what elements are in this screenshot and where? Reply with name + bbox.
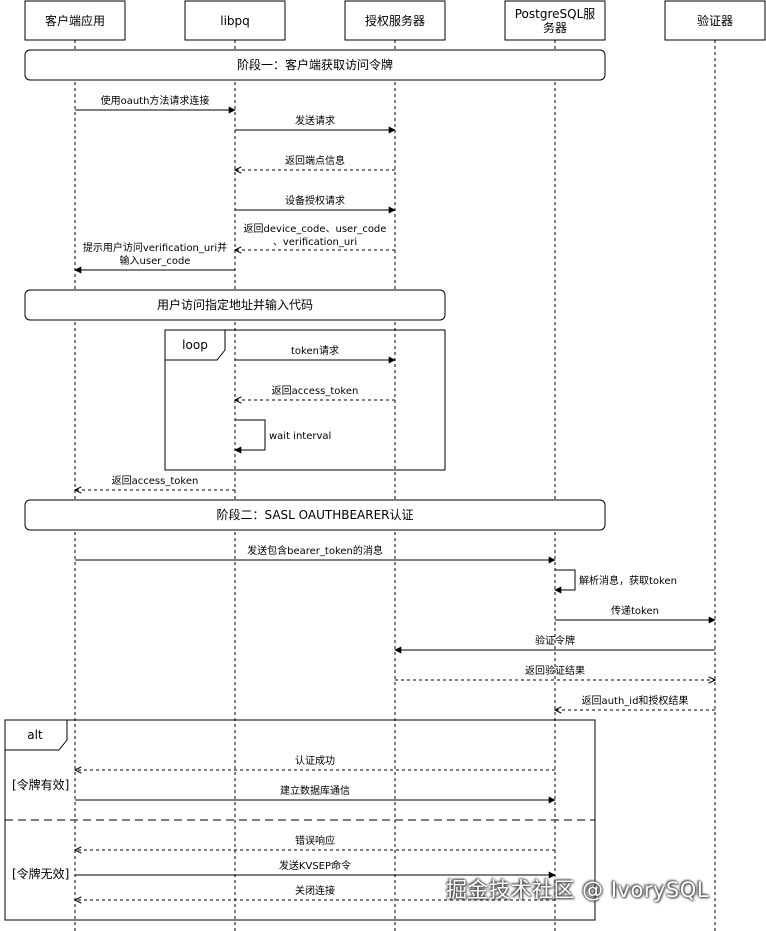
watermark: 掘金技术社区 @ IvorySQL xyxy=(446,878,709,902)
message-client-to-pg-kvsep: 发送KVSEP命令 xyxy=(75,859,556,879)
message-label: 设备授权请求 xyxy=(285,194,345,207)
loop-fragment: loop xyxy=(164,329,446,471)
guard-token-valid: [令牌有效] xyxy=(12,777,69,792)
message-client-to-pg-bearer-token: 发送包含bearer_token的消息 xyxy=(75,544,556,564)
participant-libpq-label: libpq xyxy=(220,14,250,28)
message-validator-to-auth-verify: 验证令牌 xyxy=(394,634,715,654)
message-label: 错误响应 xyxy=(295,834,335,847)
message-label: wait interval xyxy=(269,431,331,442)
participant-auth-server-label: 授权服务器 xyxy=(365,13,425,28)
message-client-to-libpq-connect: 使用oauth方法请求连接 xyxy=(75,94,236,114)
user-visit-label: 用户访问指定地址并输入代码 xyxy=(157,297,313,312)
message-auth-to-libpq-device-code: 返回device_code、user_code 、verification_ur… xyxy=(235,223,395,250)
lifelines xyxy=(74,40,716,931)
message-validator-to-pg-auth-id: 返回auth_id和授权结果 xyxy=(555,694,715,710)
message-libpq-to-client-access-token: 返回access_token xyxy=(75,475,235,490)
message-pg-to-validator-pass-token: 传递token xyxy=(555,604,716,624)
phase-2-label: 阶段二：SASL OAUTHBEARER认证 xyxy=(216,507,413,522)
alt-fragment: alt [令牌有效] [令牌无效] xyxy=(4,719,596,921)
alt-label: alt xyxy=(27,728,43,742)
message-pg-to-client-auth-success: 认证成功 xyxy=(75,754,555,770)
message-libpq-to-auth-device-auth: 设备授权请求 xyxy=(235,194,396,214)
participant-postgresql-server: PostgreSQL服务器 xyxy=(504,0,606,41)
message-label-line-1: 返回device_code、user_code xyxy=(244,223,387,235)
user-visit-box: 用户访问指定地址并输入代码 xyxy=(24,289,446,321)
message-label: 认证成功 xyxy=(295,754,335,767)
message-label-line-1: 提示用户访问verification_uri并 xyxy=(83,241,227,254)
message-label-line-2: 、verification_uri xyxy=(273,237,357,248)
participant-validator: 验证器 xyxy=(664,0,766,41)
message-auth-to-validator-result: 返回验证结果 xyxy=(395,664,715,680)
message-label: 关闭连接 xyxy=(295,884,335,897)
participant-postgresql-server-label: PostgreSQL服务器 xyxy=(514,6,596,35)
phase-1-label: 阶段一：客户端获取访问令牌 xyxy=(237,57,393,72)
message-label: 发送请求 xyxy=(295,114,335,127)
message-libpq-to-auth-send-request: 发送请求 xyxy=(235,114,396,134)
message-libpq-to-client-prompt: 提示用户访问verification_uri并 输入user_code xyxy=(74,241,235,274)
participants: 客户端应用 libpq 授权服务器 PostgreSQL服务器 验证器 xyxy=(24,0,766,41)
message-libpq-to-auth-token-request: token请求 xyxy=(235,344,396,364)
message-pg-to-client-error: 错误响应 xyxy=(75,834,555,850)
message-client-to-pg-db-comm: 建立数据库通信 xyxy=(75,784,556,804)
guard-token-invalid: [令牌无效] xyxy=(12,866,69,881)
message-label: 发送包含bearer_token的消息 xyxy=(247,544,383,557)
message-libpq-self-wait-interval: wait interval xyxy=(234,419,331,454)
message-label: 返回auth_id和授权结果 xyxy=(582,694,689,707)
participant-client-label: 客户端应用 xyxy=(45,13,105,28)
message-auth-to-libpq-access-token: 返回access_token xyxy=(235,385,395,400)
message-label: 返回access_token xyxy=(272,385,359,397)
loop-label: loop xyxy=(182,338,208,352)
message-auth-to-libpq-endpoint-info: 返回端点信息 xyxy=(235,154,395,170)
message-pg-to-client-close: 关闭连接 xyxy=(75,884,555,900)
participant-validator-label: 验证器 xyxy=(697,13,733,28)
message-label: 传递token xyxy=(611,604,659,617)
message-label: 返回验证结果 xyxy=(525,664,585,677)
phase-2-box: 阶段二：SASL OAUTHBEARER认证 xyxy=(24,499,606,531)
message-pg-self-parse: 解析消息，获取token xyxy=(554,569,677,594)
participant-libpq: libpq xyxy=(184,0,286,41)
message-label: 建立数据库通信 xyxy=(280,784,350,797)
message-label-line-2: 输入user_code xyxy=(120,254,191,267)
message-label: 发送KVSEP命令 xyxy=(279,859,351,872)
message-label: 返回端点信息 xyxy=(285,154,345,167)
message-label: token请求 xyxy=(291,344,339,357)
phase-1-box: 阶段一：客户端获取访问令牌 xyxy=(24,49,606,81)
message-label: 解析消息，获取token xyxy=(579,574,677,587)
participant-auth-server: 授权服务器 xyxy=(344,0,446,41)
message-label: 使用oauth方法请求连接 xyxy=(101,94,210,107)
message-label: 返回access_token xyxy=(112,475,199,487)
participant-client: 客户端应用 xyxy=(24,0,126,41)
message-label: 验证令牌 xyxy=(535,634,575,647)
